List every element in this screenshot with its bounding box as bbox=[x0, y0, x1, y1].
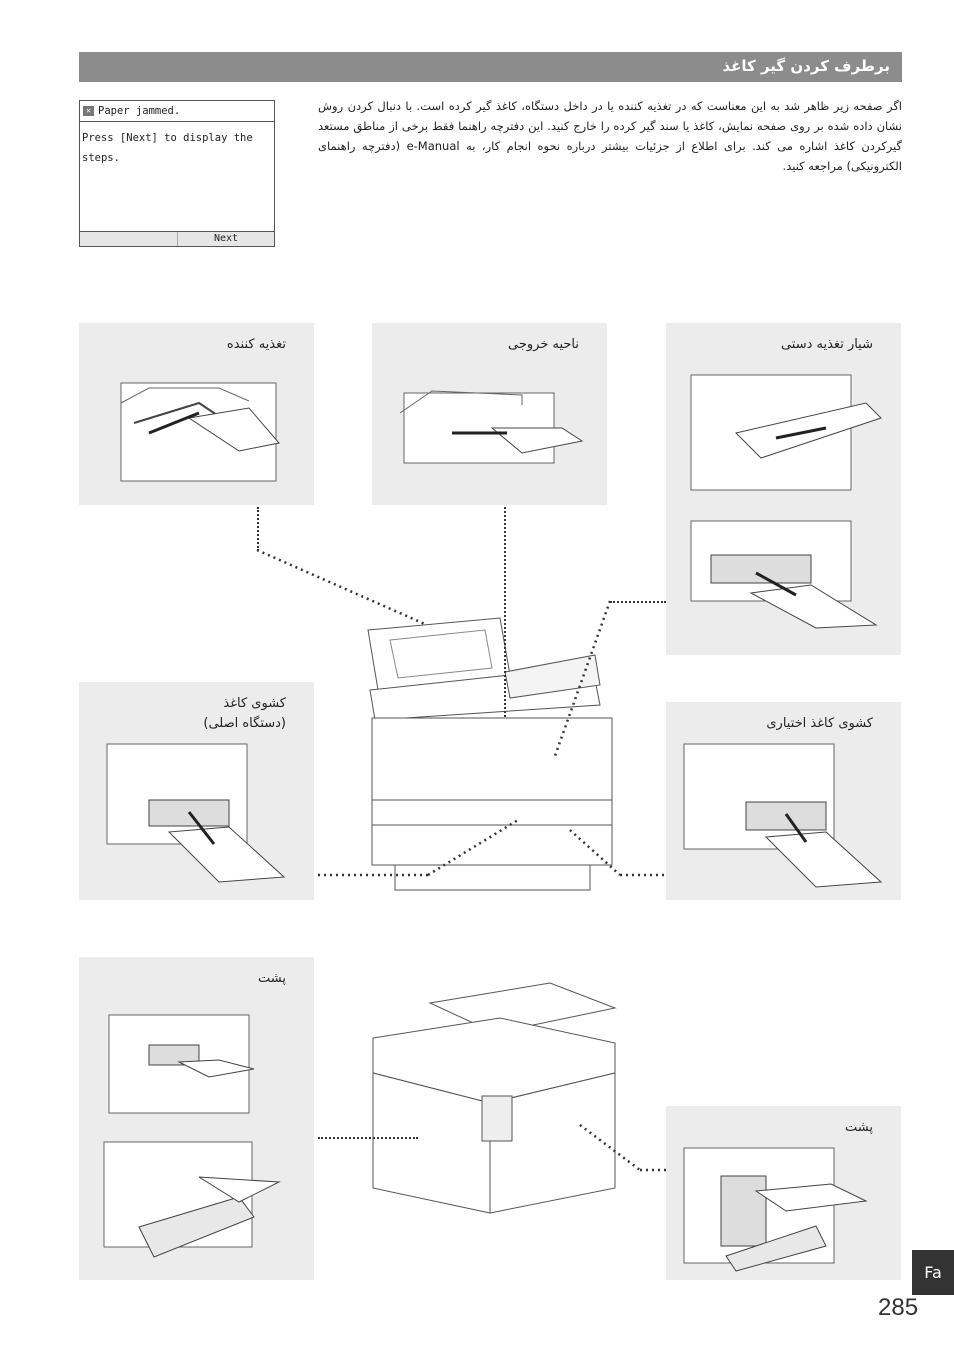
printer-front-illustration bbox=[367, 617, 613, 891]
connector-drawer-main bbox=[318, 818, 519, 877]
lcd-title: Paper jammed. bbox=[98, 105, 181, 117]
output-illustration bbox=[399, 390, 584, 464]
connector-manual-diag bbox=[553, 600, 612, 757]
connector-feeder-v bbox=[257, 507, 259, 551]
panel-drawer-main-label-line1: کشوی کاغذ bbox=[223, 696, 286, 711]
lcd-footer: Next bbox=[80, 231, 274, 246]
intro-paragraph: اگر صفحه زیر ظاهر شد به این معناست که در… bbox=[318, 99, 902, 173]
lcd-line-1: Press [Next] to display the bbox=[82, 132, 253, 144]
language-tab: Fa bbox=[912, 1250, 954, 1295]
section-title: برطرف کردن گیر کاغذ bbox=[722, 57, 890, 75]
connector-back-left bbox=[318, 1137, 418, 1139]
lcd-screen: ✕ Paper jammed. Press [Next] to display … bbox=[79, 100, 275, 247]
panel-drawer-main-label: کشوی کاغذ (دستگاه اصلی) bbox=[203, 694, 286, 734]
panel-feeder-label: تغذیه کننده bbox=[226, 337, 286, 352]
panel-back-left-label: پشت bbox=[258, 971, 286, 986]
panel-drawer-main-label-line2: (دستگاه اصلی) bbox=[203, 716, 286, 731]
lcd-line-2: steps. bbox=[82, 152, 120, 164]
panel-back-right: پشت bbox=[666, 1106, 901, 1280]
panel-output-label: ناحیه خروجی bbox=[508, 337, 579, 352]
error-icon: ✕ bbox=[83, 106, 94, 116]
lcd-title-bar: ✕ Paper jammed. bbox=[80, 101, 274, 122]
panel-drawer-optional-label: کشوی کاغذ اختیاری bbox=[766, 716, 873, 731]
section-header: برطرف کردن گیر کاغذ bbox=[79, 52, 902, 82]
lcd-message: Press [Next] to display the steps. bbox=[80, 122, 274, 174]
connector-feeder-diag bbox=[256, 548, 428, 627]
connector-drawer-optional bbox=[569, 829, 666, 877]
panel-output: ناحیه خروجی bbox=[372, 323, 607, 505]
drawer-optional-illustration bbox=[683, 743, 883, 888]
panel-back-left: پشت bbox=[79, 957, 314, 1280]
connector-manual-h bbox=[610, 601, 666, 603]
panel-manual-feed-label: شیار تغذیه دستی bbox=[780, 337, 873, 352]
manual-feed-illustration bbox=[690, 374, 882, 629]
panel-feeder: تغذیه کننده bbox=[79, 323, 314, 505]
panel-manual-feed: شیار تغذیه دستی bbox=[666, 323, 901, 655]
connector-back-right bbox=[579, 1124, 666, 1172]
lcd-next-button[interactable]: Next bbox=[213, 233, 239, 244]
connector-output bbox=[504, 507, 506, 717]
feeder-illustration bbox=[120, 382, 280, 482]
back-left-illustration bbox=[103, 1014, 281, 1258]
panel-back-right-label: پشت bbox=[845, 1120, 873, 1135]
panel-drawer-main: کشوی کاغذ (دستگاه اصلی) bbox=[79, 682, 314, 900]
back-right-illustration bbox=[683, 1147, 868, 1272]
drawer-main-illustration bbox=[106, 743, 286, 883]
page-number: 285 bbox=[878, 1294, 919, 1321]
printer-back-illustration bbox=[372, 982, 617, 1214]
panel-drawer-optional: کشوی کاغذ اختیاری bbox=[666, 702, 901, 900]
